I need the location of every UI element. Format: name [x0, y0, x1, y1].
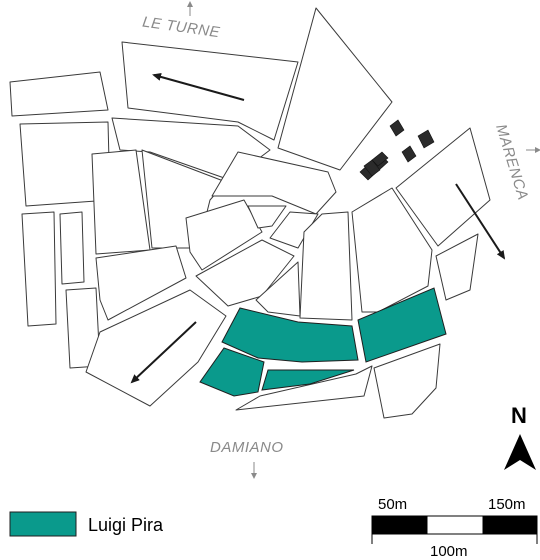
scale-bar: 50m 150m 100m: [371, 496, 538, 560]
scale-label-left: 50m: [378, 496, 407, 513]
building: [363, 159, 381, 177]
parcel: [277, 7, 393, 171]
place-label-south: DAMIANO: [210, 439, 284, 456]
parcel: [395, 127, 491, 247]
parcels: [9, 7, 491, 419]
place-label-north: LE TURNE: [141, 14, 221, 42]
parcel: [373, 343, 441, 419]
compass-label: N: [511, 403, 527, 428]
building: [389, 119, 405, 137]
parcel: [299, 211, 353, 321]
parcel: [269, 211, 319, 249]
parcel: [195, 239, 295, 307]
building: [371, 151, 389, 167]
parcel: [95, 245, 187, 321]
highlight-parcel: [199, 347, 265, 397]
legend-label: Luigi Pira: [88, 515, 164, 535]
parcel: [435, 233, 479, 301]
place-label-east: MARENCA: [492, 122, 531, 202]
parcel: [21, 211, 57, 327]
parcel: [85, 289, 227, 407]
direction-arrows: [130, 73, 506, 384]
north-arrow-icon: [504, 434, 536, 470]
building: [401, 145, 417, 163]
building: [417, 129, 435, 149]
parcel: [59, 211, 85, 285]
arrow: [455, 183, 506, 260]
north-compass: N: [504, 403, 536, 470]
parcel: [351, 187, 433, 313]
parcel: [185, 199, 263, 271]
scale-label-middle: 100m: [430, 543, 468, 560]
highlight-parcel: [221, 307, 359, 363]
parcel: [247, 205, 287, 229]
highlight-parcel: [261, 369, 355, 391]
legend-swatch: [9, 511, 77, 537]
scale-segment-2: [426, 515, 484, 535]
parcel: [9, 71, 109, 117]
buildings: [359, 119, 435, 181]
parcel: [235, 365, 373, 411]
luigi-pira-parcels: [199, 287, 447, 397]
scale-segment-1: [371, 515, 428, 535]
legend: Luigi Pira: [9, 511, 164, 537]
arrow: [130, 321, 197, 384]
scale-segment-3: [482, 515, 538, 535]
arrow: [152, 73, 245, 101]
scale-label-right: 150m: [488, 496, 526, 513]
highlight-parcel: [357, 287, 447, 363]
parcel: [91, 149, 151, 255]
